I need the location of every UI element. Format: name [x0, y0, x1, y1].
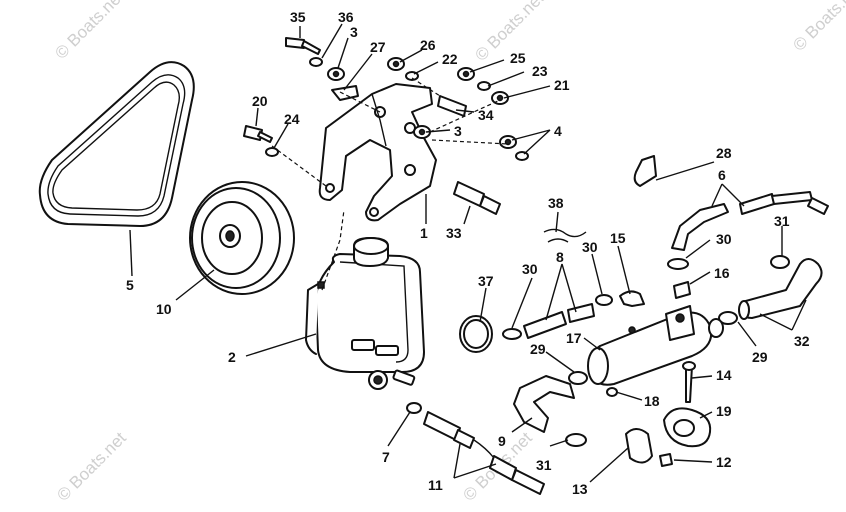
- callout-32: 32: [794, 333, 810, 349]
- mounting-bracket: [318, 83, 437, 222]
- callout-4: 4: [554, 123, 562, 139]
- callout-3-top: 3: [350, 24, 358, 40]
- callout-9: 9: [498, 433, 506, 449]
- callout-17: 17: [566, 330, 582, 346]
- callout-5: 5: [126, 277, 134, 293]
- callout-labels: 35 36 3 27 26 22 25 23 21 20 24 34 3 4 5…: [126, 9, 810, 497]
- callout-12: 12: [716, 454, 732, 470]
- callout-38: 38: [548, 195, 564, 211]
- elbow-hose: [738, 258, 823, 320]
- callout-3-mid: 3: [454, 123, 462, 139]
- callout-26: 26: [420, 37, 436, 53]
- callout-7: 7: [382, 449, 390, 465]
- callout-36: 36: [338, 9, 354, 25]
- drive-belt: [38, 61, 195, 227]
- cooler: [587, 305, 724, 386]
- callout-10: 10: [156, 301, 172, 317]
- callout-30-left: 30: [522, 261, 538, 277]
- upper-lines: [633, 155, 829, 270]
- callout-11: 11: [428, 477, 443, 493]
- callout-1: 1: [420, 225, 428, 241]
- callout-2: 2: [228, 349, 236, 365]
- callout-31-bottom: 31: [536, 457, 552, 473]
- fitting-33: [453, 181, 501, 215]
- callout-21: 21: [554, 77, 570, 93]
- callout-14: 14: [716, 367, 732, 383]
- callout-6: 6: [718, 167, 726, 183]
- pulley: [189, 181, 295, 295]
- callout-30-right: 30: [716, 231, 732, 247]
- watermark-top-right: © Boats.net: [789, 0, 846, 55]
- callout-8: 8: [556, 249, 564, 265]
- callout-24: 24: [284, 111, 300, 127]
- callout-16: 16: [714, 265, 730, 281]
- callout-15: 15: [610, 230, 626, 246]
- callout-19: 19: [716, 403, 732, 419]
- callout-34: 34: [478, 107, 494, 123]
- callout-22: 22: [442, 51, 458, 67]
- callout-29-left: 29: [530, 341, 546, 357]
- callout-28: 28: [716, 145, 732, 161]
- power-steering-pump: [305, 237, 425, 390]
- callout-30-mid: 30: [582, 239, 598, 255]
- watermark-top-left: © Boats.net: [51, 0, 128, 63]
- callout-37: 37: [478, 273, 494, 289]
- callout-25: 25: [510, 50, 526, 66]
- watermark-bottom-left: © Boats.net: [53, 428, 130, 505]
- assembly-lines: [271, 77, 509, 291]
- fittings-and-clamps: [459, 228, 790, 353]
- callout-23: 23: [532, 63, 548, 79]
- callout-18: 18: [644, 393, 660, 409]
- callout-29-right: 29: [752, 349, 768, 365]
- callout-33: 33: [446, 225, 462, 241]
- bottom-fittings: [406, 402, 545, 495]
- callout-35: 35: [290, 9, 306, 25]
- leader-lines: [129, 23, 807, 483]
- short-hoses: [523, 303, 595, 339]
- callout-31-right: 31: [774, 213, 790, 229]
- callout-20: 20: [252, 93, 268, 109]
- callout-27: 27: [370, 39, 386, 55]
- callout-13: 13: [572, 481, 588, 497]
- bracket-hardware: [243, 37, 529, 161]
